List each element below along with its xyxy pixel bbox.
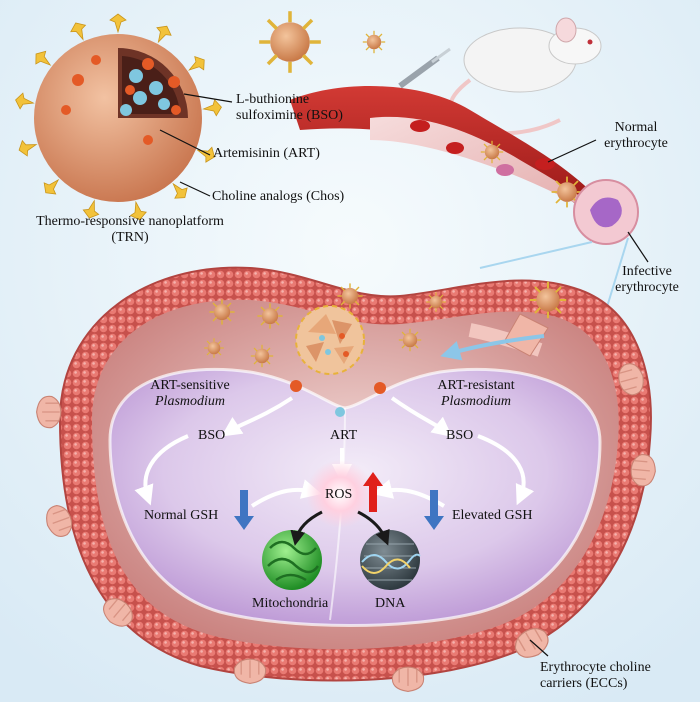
dna-illustration [360, 530, 421, 590]
ros-burst [306, 460, 374, 528]
nanoplatform-illustration [13, 13, 233, 222]
art-resistant-label: ART-resistant Plasmodium [416, 378, 536, 410]
normal-gsh-label: Normal GSH [144, 508, 219, 523]
ecc-leader-line [529, 639, 549, 657]
floating-nanoparticle [362, 30, 386, 54]
art-center-label: ART [330, 428, 358, 443]
trn-label-line2: (TRN) [111, 230, 149, 245]
mitochondria-label: Mitochondria [252, 596, 329, 611]
dna-label: DNA [375, 596, 406, 611]
art-sensitive-label: ART-sensitive Plasmodium [130, 378, 250, 410]
trn-label: Thermo-responsive nanoplatform (TRN) [10, 214, 250, 246]
normal-erythrocyte-label: Normal erythrocyte [586, 120, 686, 152]
chos-label: Choline analogs (Chos) [212, 189, 345, 204]
ros-to-mitochondria-arrow [290, 510, 323, 546]
mitochondria-illustration [262, 530, 322, 590]
infective-erythrocyte-label: Infective erythrocyte [602, 264, 692, 296]
infective-erythrocyte-line1: Infective [622, 264, 672, 279]
mouse-and-vessel-illustration [290, 17, 649, 331]
ecc-label-line2: carriers (ECCs) [540, 676, 628, 691]
trn-label-line1: Thermo-responsive nanoplatform [36, 214, 224, 229]
art-sensitive-line1: ART-sensitive [150, 378, 230, 393]
infective-erythrocyte-line2: erythrocyte [615, 280, 679, 295]
bso-right-label: BSO [446, 428, 474, 443]
elevated-gsh-label: Elevated GSH [452, 508, 533, 523]
bso-label-line2: sulfoximine (BSO) [236, 108, 343, 123]
elevated-gsh-decrease-arrow [424, 490, 444, 530]
ecc-label: Erythrocyte choline carriers (ECCs) [540, 660, 651, 692]
ros-increase-arrow [363, 472, 383, 512]
normal-gsh-decrease-arrow [234, 490, 254, 530]
floating-nanoparticle [257, 9, 323, 75]
art-sensitive-line2: Plasmodium [155, 394, 225, 409]
art-resistant-line1: ART-resistant [437, 378, 515, 393]
ecc-label-line1: Erythrocyte choline [540, 660, 651, 675]
ros-to-dna-arrow [357, 510, 390, 546]
art-label: Artemisinin (ART) [213, 146, 320, 161]
ros-label: ROS [325, 487, 353, 502]
normal-erythrocyte-line1: Normal [614, 120, 658, 135]
bso-label: L-buthionine sulfoximine (BSO) [236, 92, 343, 124]
art-resistant-line2: Plasmodium [441, 394, 511, 409]
bso-label-line1: L-buthionine [236, 92, 310, 107]
normal-erythrocyte-line2: erythrocyte [604, 136, 668, 151]
bso-left-label: BSO [198, 428, 226, 443]
